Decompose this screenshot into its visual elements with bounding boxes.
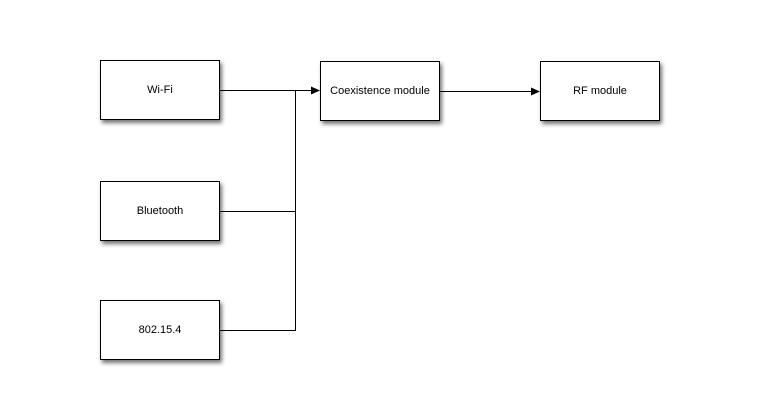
block-rf-module[interactable]: RF module bbox=[540, 61, 660, 121]
block-bluetooth-label: Bluetooth bbox=[136, 205, 184, 217]
arrowhead-into-coexistence bbox=[311, 86, 320, 95]
block-wifi-label: Wi-Fi bbox=[147, 84, 173, 96]
block-802-15-4[interactable]: 802.15.4 bbox=[100, 300, 220, 360]
block-coexistence-module-label: Coexistence module bbox=[330, 85, 430, 97]
block-bluetooth[interactable]: Bluetooth bbox=[100, 181, 220, 241]
block-coexistence-module[interactable]: Coexistence module bbox=[320, 61, 440, 121]
arrowhead-into-rf bbox=[531, 87, 540, 96]
block-rf-module-label: RF module bbox=[573, 85, 627, 97]
block-802-15-4-label: 802.15.4 bbox=[138, 324, 182, 336]
block-wifi[interactable]: Wi-Fi bbox=[100, 60, 220, 120]
